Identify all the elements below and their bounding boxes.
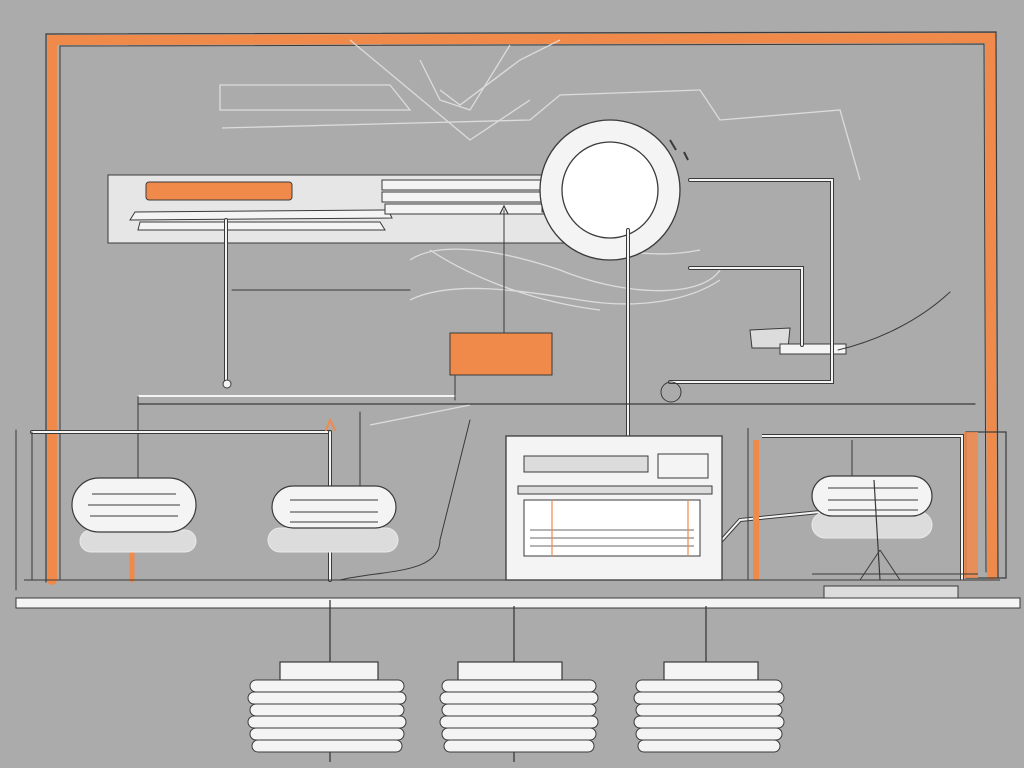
central-orange-block <box>449 332 553 376</box>
orange-frame <box>45 31 999 585</box>
gauge-dial-icon <box>539 119 689 261</box>
paper-stack-icon <box>633 661 785 753</box>
stacked-pillow-icon <box>267 485 399 553</box>
valve-icon <box>749 327 847 355</box>
paper-stack-icon <box>439 661 599 753</box>
top-control-bar <box>107 174 609 244</box>
stacked-pillow-icon <box>747 428 1007 599</box>
ground-rail <box>15 579 1021 609</box>
paper-stack-icon <box>247 661 407 753</box>
control-panel-machine-icon <box>505 435 723 581</box>
paper-stacks <box>247 600 785 762</box>
connector-pipes <box>15 178 976 591</box>
stacked-pillow-icon <box>71 477 197 553</box>
